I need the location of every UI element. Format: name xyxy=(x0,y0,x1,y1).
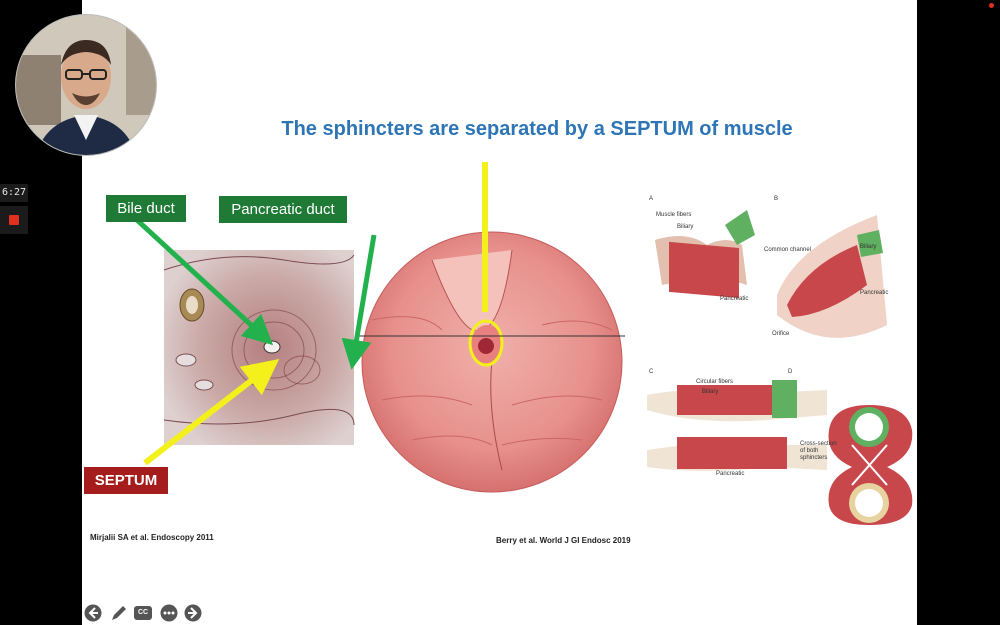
recording-timer: 6:27 xyxy=(0,184,28,202)
stop-icon xyxy=(9,215,19,225)
citation-left: Mirjalii SA et al. Endoscopy 2011 xyxy=(90,533,214,542)
green-arrows xyxy=(135,218,377,370)
panel-d-letter: D xyxy=(788,369,793,375)
panel-a-muscle-fibers: Muscle fibers xyxy=(656,212,692,218)
arrow-left-icon[interactable] xyxy=(84,604,102,622)
pencil-icon[interactable] xyxy=(110,604,128,622)
yellow-arrow-septum xyxy=(143,358,280,466)
bile-duct-label: Bile duct xyxy=(106,195,186,222)
presentation-slide: The sphincters are separated by a SEPTUM… xyxy=(82,0,917,625)
webcam-video xyxy=(15,14,157,156)
panel-b-orifice: Orifice xyxy=(772,331,790,337)
stop-recording-button[interactable] xyxy=(0,206,28,234)
panel-b-biliary: Biliary xyxy=(860,244,877,250)
panel-a-pancreatic: Pancreatic xyxy=(720,296,749,302)
citation-right: Berry et al. World J GI Endosc 2019 xyxy=(496,536,631,545)
panel-c-biliary: Biliary xyxy=(702,389,719,395)
slide-title: The sphincters are separated by a SEPTUM… xyxy=(281,118,793,140)
septum-label: SEPTUM xyxy=(84,467,168,494)
panel-c-circular-fibers: Circular fibers xyxy=(696,379,734,385)
panel-a-letter: A xyxy=(649,196,654,202)
panel-a-biliary: Biliary xyxy=(677,224,694,230)
panel-c-pancreatic: Pancreatic xyxy=(716,471,745,477)
closed-captions-button[interactable]: CC xyxy=(134,606,152,620)
panel-b-pancreatic: Pancreatic xyxy=(860,290,889,296)
papilla-endoscopic-view xyxy=(357,231,625,493)
panel-b-common-channel: Common channel xyxy=(764,247,812,253)
histology-image xyxy=(163,250,355,445)
panel-d-cross-section: Cross-section of both sphincters xyxy=(800,441,837,461)
more-icon[interactable] xyxy=(160,604,178,622)
panel-c-letter: C xyxy=(649,369,654,375)
recording-indicator-icon xyxy=(989,3,994,8)
pancreatic-duct-label: Pancreatic duct xyxy=(219,196,347,223)
yellow-arrow-top xyxy=(482,162,488,312)
right-black-bar xyxy=(917,0,1000,625)
panel-b-letter: B xyxy=(774,196,779,202)
sphincter-figure xyxy=(647,210,913,525)
arrow-right-icon[interactable] xyxy=(184,604,202,622)
